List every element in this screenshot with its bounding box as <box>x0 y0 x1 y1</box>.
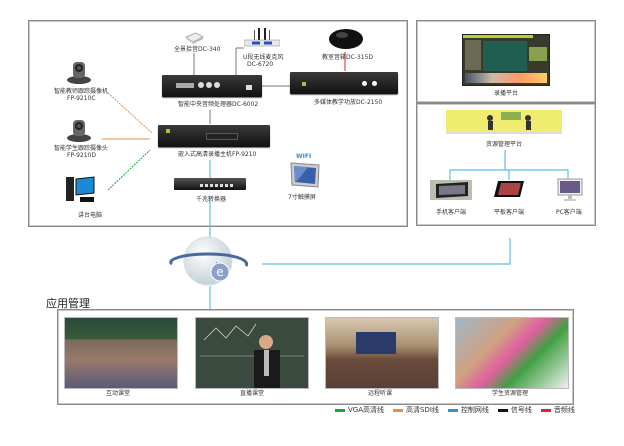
student-resource-label: 学生资源管理 <box>492 390 529 397</box>
internet-globe-icon: e <box>169 236 249 286</box>
legend-swatch <box>497 408 508 412</box>
legend-label: 控制网线 <box>460 406 489 414</box>
panorama-pickup-device <box>184 30 205 44</box>
student-camera-label-line2: FP-9210D <box>67 152 96 159</box>
vga-line-desk-pc <box>107 149 151 191</box>
student-camera-label-line1: 智能学生跟踪摄像头 <box>54 145 109 152</box>
ptz-camera-icon <box>67 120 91 142</box>
teacher-camera-label-line1: 智能教师跟踪摄像机 <box>54 88 109 95</box>
desk-pc-device <box>66 175 98 205</box>
wifi-label: WIFI <box>296 153 312 160</box>
legend-item-audio: 音频线 <box>540 405 575 415</box>
legend-swatch <box>393 408 404 412</box>
pickup-icon <box>184 32 205 44</box>
interactive-classroom-label: 互动课堂 <box>106 390 131 397</box>
knob-icon <box>372 81 377 86</box>
pc-client-label: PC客户端 <box>556 209 582 216</box>
legend-label: VGA高清线 <box>348 406 385 414</box>
recording-host-device <box>158 125 270 147</box>
knob-icon <box>214 82 220 88</box>
recording-platform-label: 录播平台 <box>494 90 519 97</box>
line-type-legend: VGA高清线 高清SDI线 控制网线 信号线 音频线 <box>335 405 575 415</box>
platform-panel <box>529 47 547 61</box>
touch-screen-device <box>290 162 320 188</box>
live-classroom-photo <box>195 317 309 389</box>
panorama-pickup-label: 全景拾音DC-340 <box>174 46 221 53</box>
resource-platform-banner <box>446 110 562 134</box>
knob-icon <box>198 82 204 88</box>
legend-swatch <box>447 408 458 412</box>
applications-title: 应用管理 <box>46 297 90 310</box>
gigabit-switch-device <box>174 178 246 190</box>
knob-icon <box>362 81 367 86</box>
mobile-client-device <box>430 180 472 200</box>
platform-video <box>483 41 527 71</box>
audio-processor-label: 智能中央音频处理器DC-6002 <box>178 101 259 108</box>
platform-thumbnails <box>465 73 547 83</box>
classroom-speaker-label: 教室音箱DC-315D <box>322 54 374 61</box>
speaker-icon <box>329 29 363 49</box>
multimedia-amplifier-device <box>290 72 398 94</box>
microphone-icon <box>243 28 281 47</box>
legend-item-vga: VGA高清线 <box>335 405 384 415</box>
internet-globe: e <box>162 236 256 286</box>
tablet-client-device <box>494 180 524 198</box>
classroom-speaker-device <box>328 28 364 50</box>
remote-lecture-label: 远程听课 <box>368 390 393 397</box>
tablet-client-label: 平板客户端 <box>494 209 525 216</box>
touch-screen-icon <box>290 162 320 188</box>
teacher-camera-device <box>66 58 92 84</box>
display-panel <box>176 83 194 88</box>
port-icon <box>246 85 252 90</box>
wireless-mic-device <box>243 28 281 50</box>
network-line-globe-right <box>262 238 511 265</box>
mobile-client-label: 手机客户端 <box>436 209 467 216</box>
knob-icon <box>206 82 212 88</box>
legend-label: 音频线 <box>553 406 575 414</box>
display-panel <box>206 133 238 140</box>
gigabit-switch-label: 千兆转换器 <box>196 196 227 203</box>
projector-screen <box>356 332 396 354</box>
platform-sidebar <box>465 40 481 70</box>
pc-client-device <box>556 178 584 202</box>
lecturer-chalkboard-art <box>200 323 304 388</box>
student-resource-photo <box>455 317 569 389</box>
desk-pc-label: 讲台电脑 <box>78 212 103 219</box>
legend-label: 信号线 <box>510 406 532 414</box>
desktop-computer-icon <box>66 176 95 202</box>
live-classroom-label: 直播课堂 <box>240 390 265 397</box>
ptz-camera-icon <box>67 62 91 84</box>
platform-topbar <box>463 35 533 38</box>
power-indicator <box>166 129 170 133</box>
sdi-line-teacher-camera <box>107 92 153 134</box>
monitor-icon <box>557 178 583 201</box>
svg-text:e: e <box>216 265 223 279</box>
interactive-classroom-photo <box>64 317 178 389</box>
legend-swatch <box>335 408 345 412</box>
power-indicator <box>302 82 306 86</box>
smartphone-icon <box>436 182 468 198</box>
resource-platform-label: 资源管理平台 <box>486 141 523 148</box>
recording-host-label: 嵌入式高清录播主机FP-9210 <box>178 151 257 158</box>
remote-lecture-photo <box>325 317 439 389</box>
multimedia-amplifier-label: 多媒体教学功放DC-2150 <box>314 99 383 106</box>
wireless-mic-label-line2: DC-6720 <box>247 61 274 68</box>
legend-item-sdi: 高清SDI线 <box>393 405 439 415</box>
resource-banner-art <box>487 112 531 130</box>
audio-processor-device <box>162 75 262 97</box>
wireless-mic-label-line1: U段无线麦克风 <box>243 54 284 61</box>
legend-swatch <box>540 408 551 412</box>
legend-item-control: 控制网线 <box>447 405 489 415</box>
legend-item-signal: 信号线 <box>497 405 532 415</box>
student-camera-device <box>66 116 92 142</box>
tablet-icon <box>494 181 524 197</box>
legend-label: 高清SDI线 <box>406 406 439 414</box>
port-row <box>200 184 234 187</box>
recording-platform-screenshot <box>462 34 550 86</box>
teacher-camera-label-line2: FP-9210C <box>67 95 96 102</box>
touch-screen-label: 7寸触摸屏 <box>288 194 316 201</box>
